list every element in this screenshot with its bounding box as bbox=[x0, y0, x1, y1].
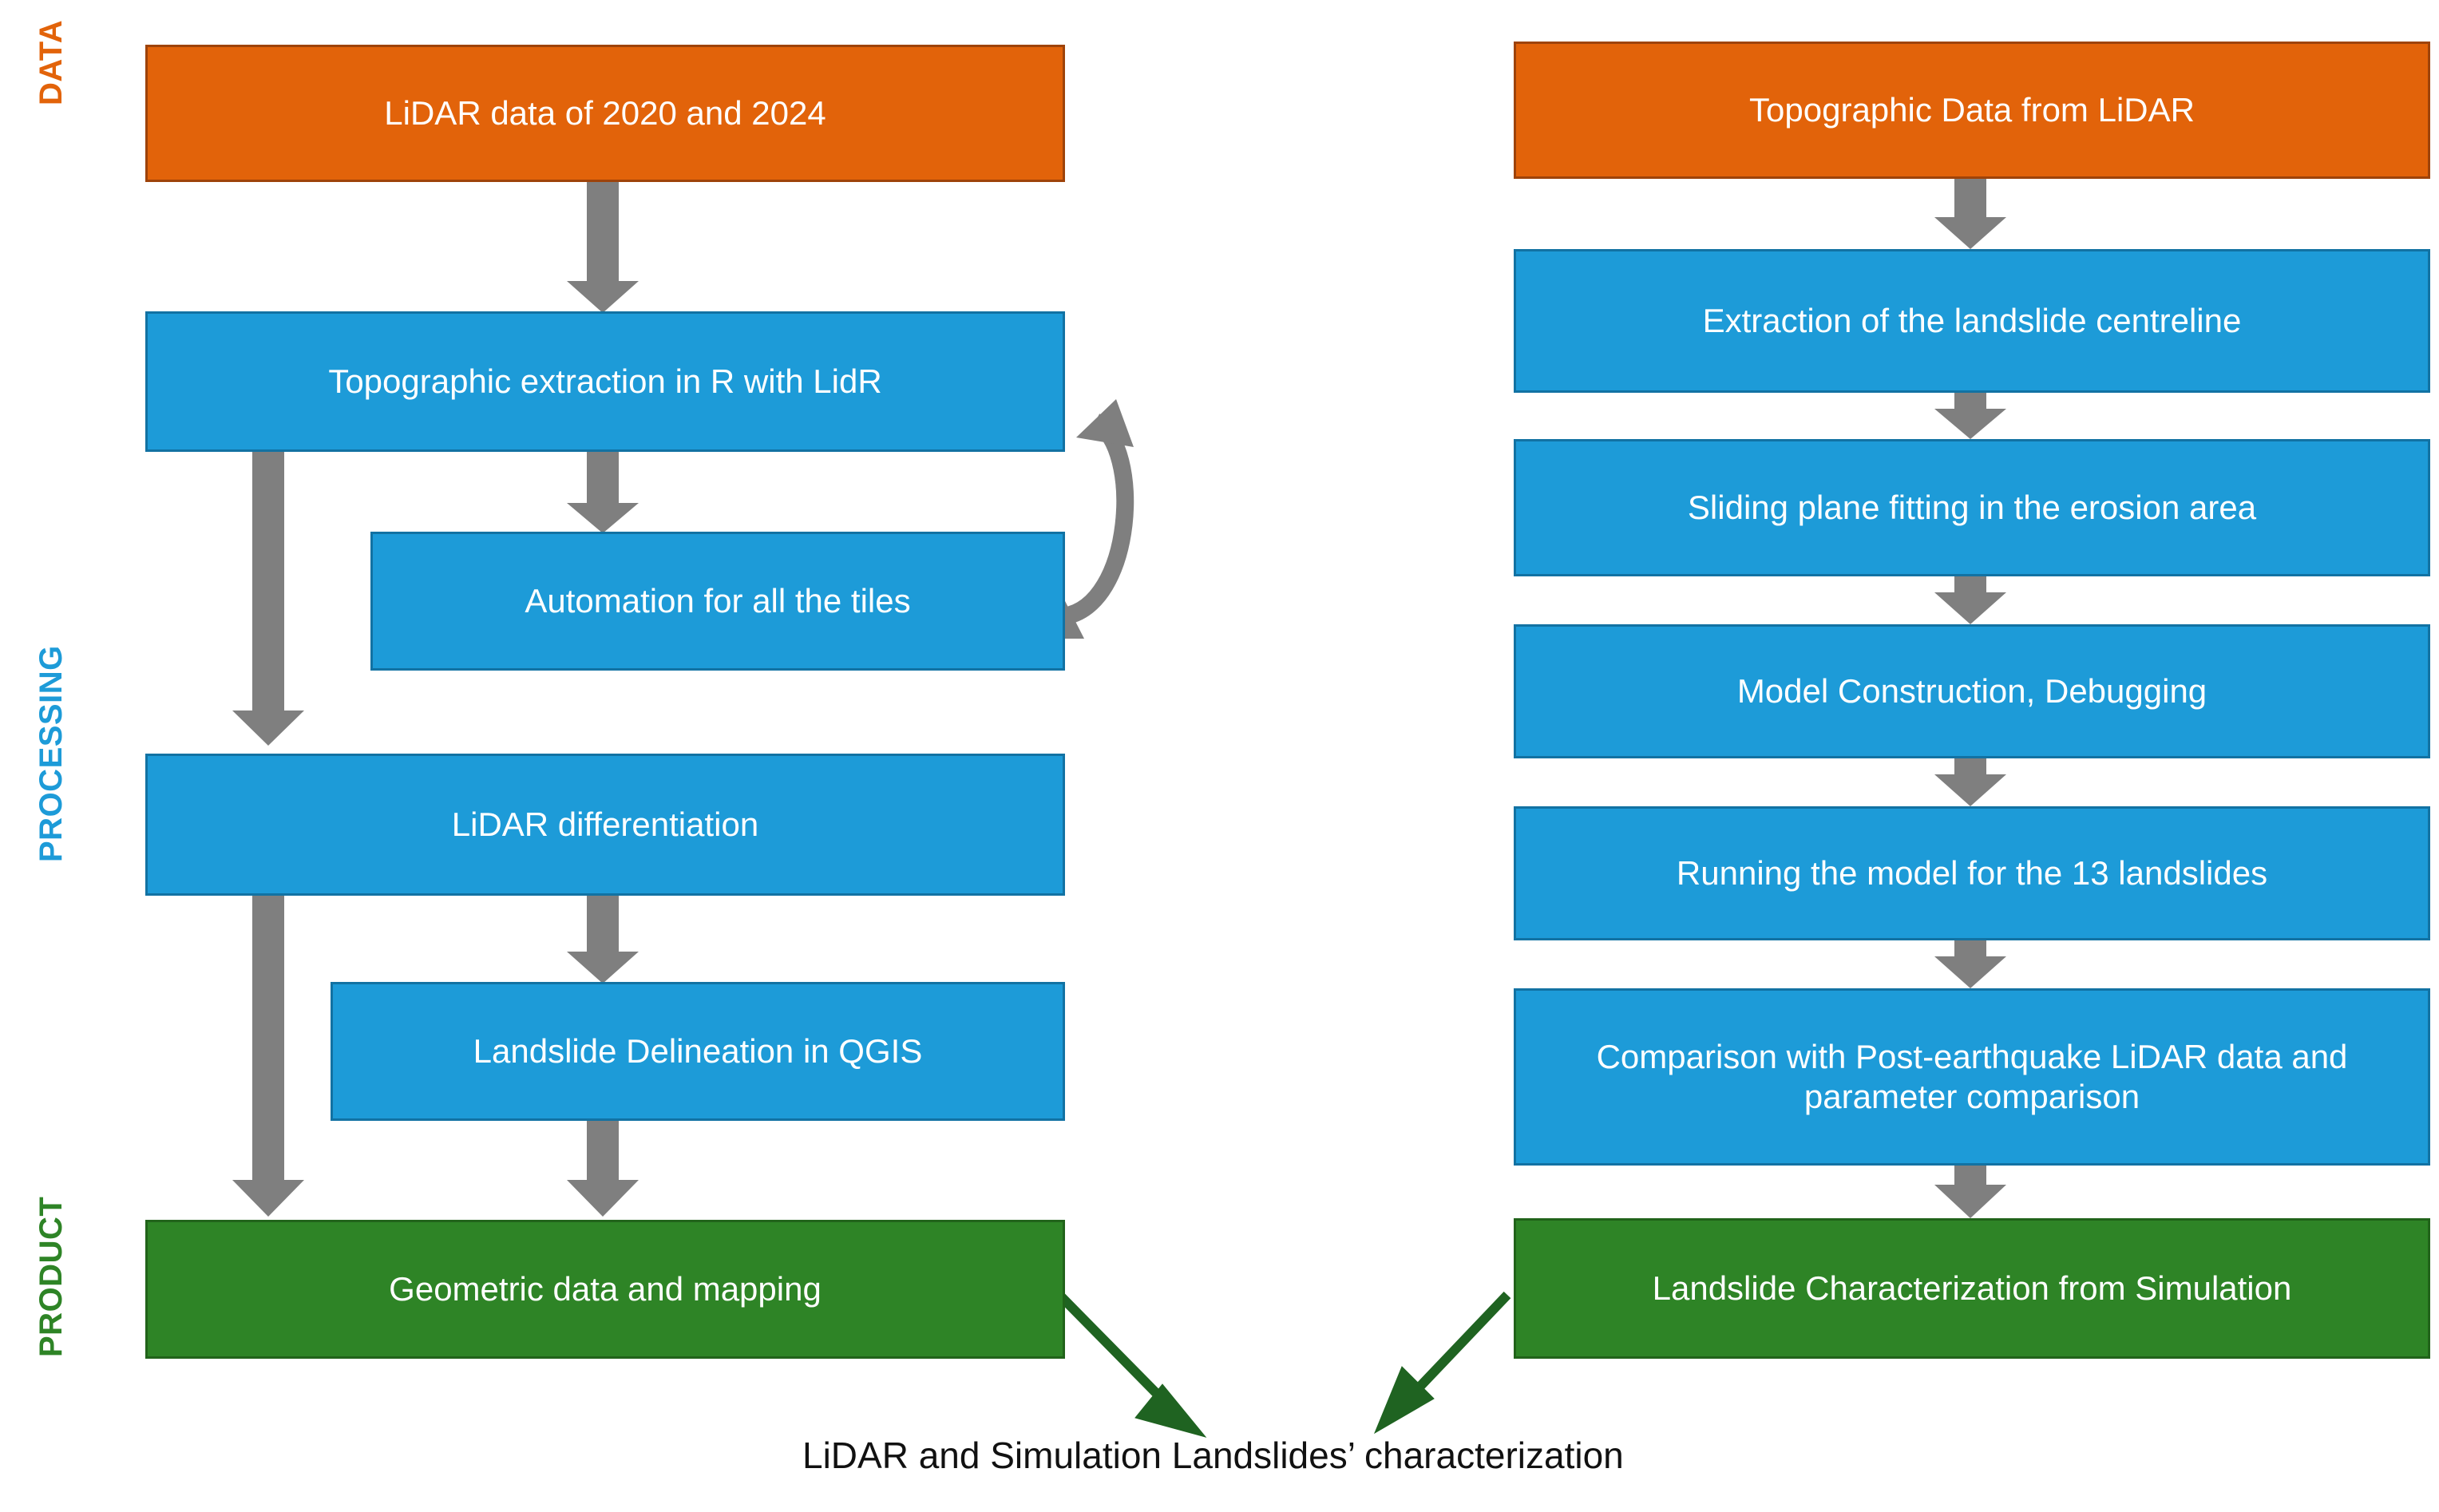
node-run-model[interactable]: Running the model for the 13 landslides bbox=[1514, 806, 2430, 940]
arrow-lidar-data-to-topo-extraction bbox=[567, 182, 639, 313]
node-centreline-extraction[interactable]: Extraction of the landslide centreline bbox=[1514, 249, 2430, 393]
node-label: Automation for all the tiles bbox=[525, 582, 911, 620]
node-label: Landslide Delineation in QGIS bbox=[473, 1032, 923, 1071]
node-topographic-data-lidar[interactable]: Topographic Data from LiDAR bbox=[1514, 42, 2430, 179]
arrow-sliding-plane-to-model-construction bbox=[1934, 576, 2006, 624]
arrow-delineation-to-geometric-data bbox=[567, 1119, 639, 1217]
node-lidar-data[interactable]: LiDAR data of 2020 and 2024 bbox=[145, 45, 1065, 182]
arrow-topo-extraction-to-lidar-differentiation bbox=[232, 451, 304, 746]
node-label: Extraction of the landslide centreline bbox=[1702, 302, 2242, 340]
node-label: Comparison with Post-earthquake LiDAR da… bbox=[1596, 1038, 2348, 1115]
node-label: Topographic extraction in R with LidR bbox=[328, 362, 882, 401]
arrow-lidar-differentiation-to-delineation bbox=[567, 896, 639, 984]
rail-label-product: PRODUCT bbox=[34, 1196, 69, 1357]
rail-label-processing: PROCESSING bbox=[34, 645, 69, 862]
node-landslide-characterization[interactable]: Landslide Characterization from Simulati… bbox=[1514, 1218, 2430, 1359]
arrow-centreline-to-sliding-plane bbox=[1934, 393, 2006, 439]
arrow-run-model-to-comparison bbox=[1934, 940, 2006, 988]
arrow-topo-data-to-centreline bbox=[1934, 179, 2006, 249]
node-automation-tiles[interactable]: Automation for all the tiles bbox=[370, 532, 1065, 671]
node-label: Running the model for the 13 landslides bbox=[1676, 854, 2268, 893]
arrow-characterization-to-caption bbox=[1373, 1291, 1511, 1435]
node-label: Geometric data and mapping bbox=[389, 1270, 822, 1308]
node-comparison-post-earthquake[interactable]: Comparison with Post-earthquake LiDAR da… bbox=[1514, 988, 2430, 1166]
node-label: Landslide Characterization from Simulati… bbox=[1652, 1269, 2292, 1308]
arrow-lidar-differentiation-to-geometric-data bbox=[232, 896, 304, 1217]
final-output-caption: LiDAR and Simulation Landslides’ charact… bbox=[802, 1435, 1624, 1476]
node-sliding-plane-fitting[interactable]: Sliding plane fitting in the erosion are… bbox=[1514, 439, 2430, 576]
node-lidar-differentiation[interactable]: LiDAR differentiation bbox=[145, 754, 1065, 896]
node-label: LiDAR differentiation bbox=[451, 805, 759, 844]
node-label: Sliding plane fitting in the erosion are… bbox=[1687, 489, 2257, 527]
arrow-geometric-data-to-caption bbox=[1055, 1291, 1207, 1438]
rail-label-data: DATA bbox=[34, 19, 69, 105]
node-model-construction[interactable]: Model Construction, Debugging bbox=[1514, 624, 2430, 758]
arrow-topo-extraction-to-automation bbox=[567, 451, 639, 533]
node-label: Model Construction, Debugging bbox=[1736, 672, 2207, 710]
arrow-comparison-to-characterization bbox=[1934, 1166, 2006, 1218]
node-label: Topographic Data from LiDAR bbox=[1749, 91, 2195, 129]
node-landslide-delineation[interactable]: Landslide Delineation in QGIS bbox=[331, 982, 1065, 1121]
node-geometric-data[interactable]: Geometric data and mapping bbox=[145, 1220, 1065, 1359]
node-topographic-extraction[interactable]: Topographic extraction in R with LidR bbox=[145, 311, 1065, 452]
node-label: LiDAR data of 2020 and 2024 bbox=[384, 94, 826, 133]
arrow-model-construction-to-run-model bbox=[1934, 758, 2006, 806]
